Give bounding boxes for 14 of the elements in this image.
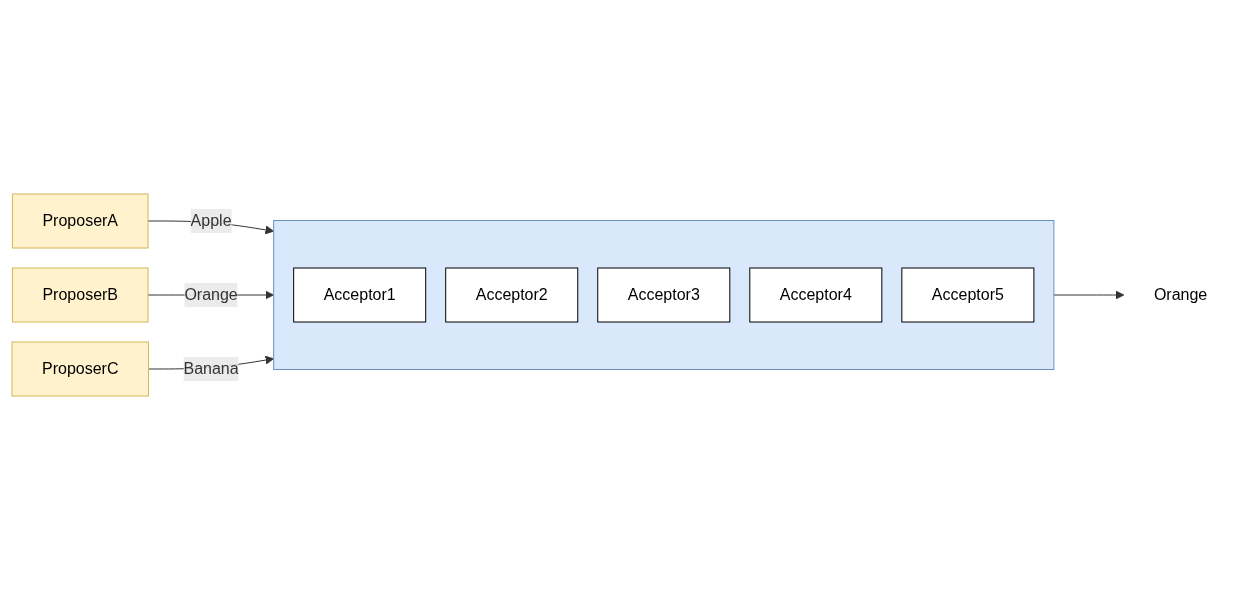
cluster [273, 220, 1055, 370]
edge-label: Apple [190, 212, 232, 229]
node-text: Orange [1154, 286, 1208, 303]
edge-label: Banana [183, 360, 240, 377]
arrow [1053, 290, 1125, 300]
node-box: ProposerA [12, 193, 149, 249]
node-box: ProposerB [12, 267, 149, 323]
node-box: ProposerC [11, 341, 150, 397]
node-box: Acceptor4 [749, 267, 883, 323]
edge-label: Orange [184, 286, 239, 303]
node-box: Acceptor5 [901, 267, 1035, 323]
node-box: Acceptor1 [293, 267, 427, 323]
node-box: Acceptor3 [597, 267, 731, 323]
node-box: Acceptor2 [445, 267, 579, 323]
